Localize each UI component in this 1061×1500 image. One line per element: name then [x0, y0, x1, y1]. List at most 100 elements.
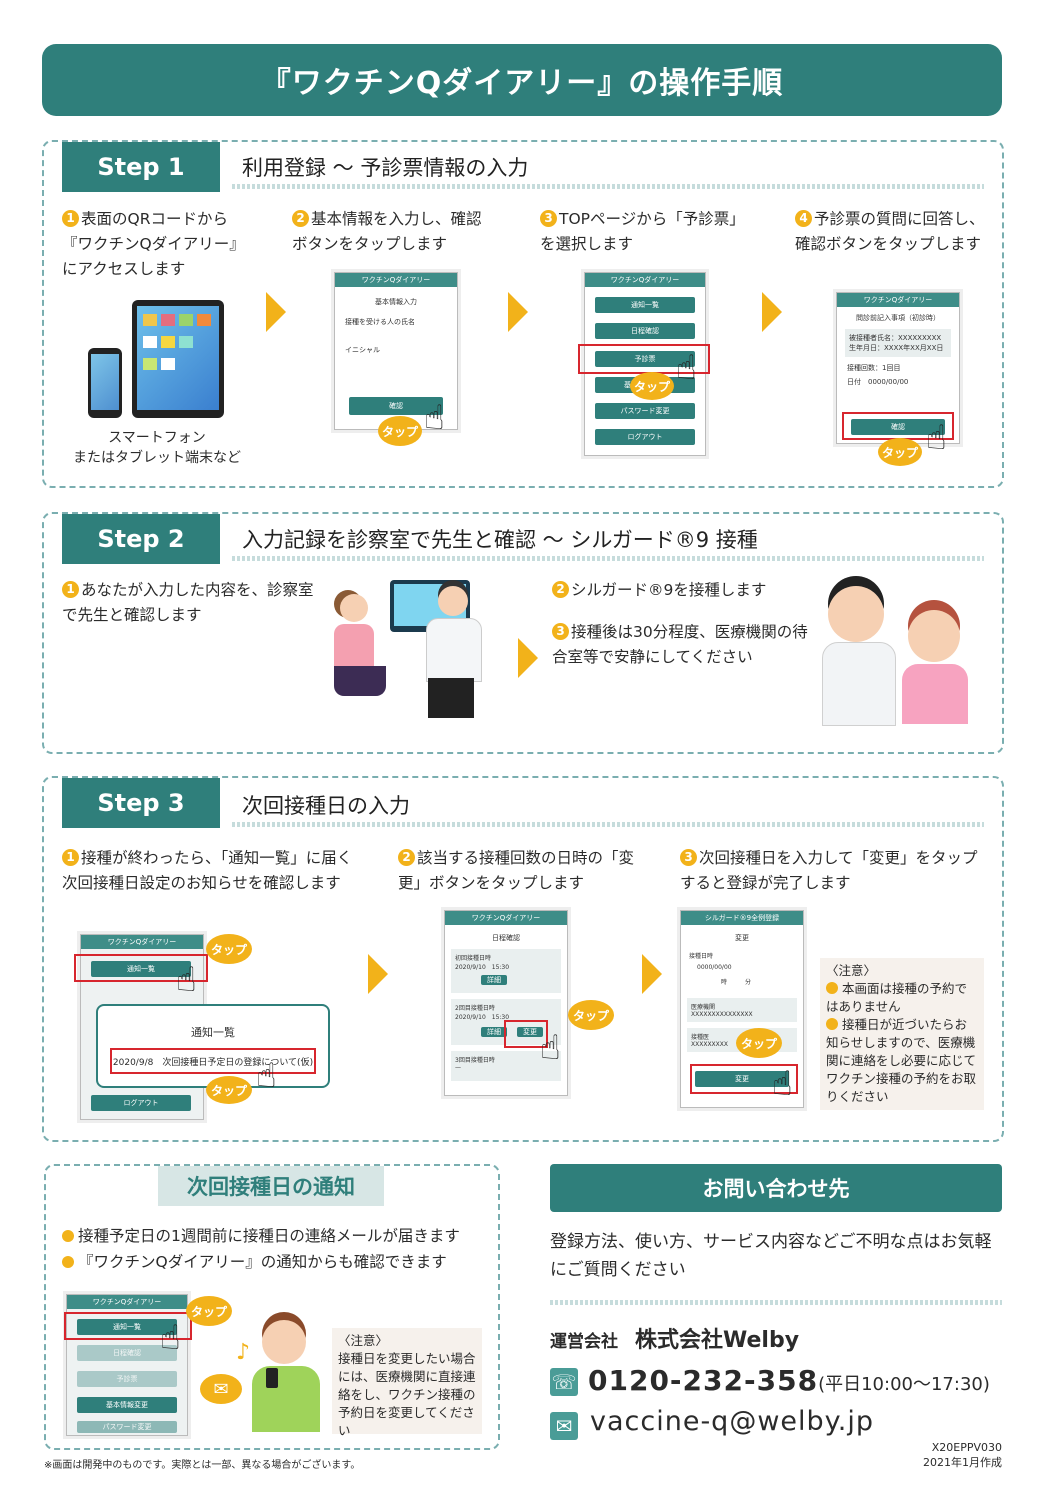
arrow-right-icon	[266, 292, 286, 332]
notify-tag: 次回接種日の通知	[158, 1166, 384, 1206]
step2-heading: 入力記録を診察室で先生と確認 〜 シルガード®9 接種	[242, 528, 758, 552]
menu-password[interactable]: パスワード変更	[595, 403, 695, 419]
tap-badge: タップ	[378, 416, 422, 446]
app-header: ワクチンQダイアリー	[67, 1295, 187, 1309]
tap-badge: タップ	[568, 1000, 614, 1030]
hand-pointer-icon: ☝	[256, 1056, 277, 1096]
phone-number[interactable]: 0120-232-358(平日10:00〜17:30)	[588, 1364, 990, 1397]
number-badge: 1	[62, 210, 79, 227]
email-icon: ✉	[550, 1412, 578, 1440]
page-title: 『ワクチンQダイアリー』の操作手順	[42, 44, 1002, 116]
app-header: ワクチンQダイアリー	[81, 935, 203, 949]
step3-heading: 次回接種日の入力	[242, 794, 410, 818]
number-badge: 1	[62, 849, 79, 866]
device-caption: スマートフォン またはタブレット端末など	[73, 430, 241, 466]
change-button[interactable]: 変更	[695, 1071, 789, 1087]
step3-note: 〈注意〉 本画面は接種の予約ではありません 接種日が近づいたらお知らせしますので…	[820, 958, 984, 1110]
tap-badge: タップ	[630, 372, 674, 400]
notify-app-screen: ワクチンQダイアリー 通知一覧 日程確認 予診票 基本情報変更 パスワード変更	[66, 1294, 188, 1436]
smartphone-illustration	[88, 348, 122, 418]
hand-pointer-icon: ☝	[160, 1318, 181, 1358]
phone-icon: ☏	[550, 1368, 578, 1396]
footer-code: X20EPPV030 2021年1月作成	[923, 1441, 1002, 1469]
basic-info-button[interactable]: 基本情報変更	[77, 1397, 177, 1413]
tablet-illustration	[132, 300, 224, 418]
company: 運営会社 株式会社Welby	[550, 1328, 800, 1353]
menu-notifications[interactable]: 通知一覧	[595, 297, 695, 313]
step1-heading: 利用登録 〜 予診票情報の入力	[242, 156, 529, 180]
change-button[interactable]: 変更	[517, 1027, 543, 1037]
questionnaire-button[interactable]: 予診票	[77, 1371, 177, 1387]
hand-pointer-icon: ☝	[176, 960, 197, 1000]
notify-item-1: 接種予定日の1週間前に接種日の連絡メールが届きます	[62, 1224, 492, 1249]
tap-badge: タップ	[736, 1028, 782, 1058]
notify-note: 〈注意〉 接種日を変更したい場合には、医療機関に直接連絡をし、ワクチン接種の予約…	[332, 1328, 482, 1438]
contact-text: 登録方法、使い方、サービス内容などご不明な点はお気軽にご質問ください	[550, 1232, 992, 1280]
number-badge: 3	[680, 849, 697, 866]
arrow-right-icon	[518, 638, 538, 678]
consultation-illustration	[320, 578, 510, 728]
tap-badge: タップ	[186, 1296, 232, 1326]
confirm-button[interactable]: 確認	[349, 397, 443, 415]
mail-icon: ✉	[200, 1374, 242, 1404]
notifications-button[interactable]: 通知一覧	[77, 1319, 177, 1335]
detail-button[interactable]: 詳細	[481, 1027, 507, 1037]
highlight-frame	[690, 1064, 798, 1094]
vaccination-illustration	[822, 582, 972, 726]
questionnaire-screen: ワクチンQダイアリー 問診前記入事項（初診時） 被接種者氏名：XXXXXXXXX…	[836, 292, 960, 444]
email-address[interactable]: vaccine-q@welby.jp	[590, 1406, 875, 1437]
tap-badge: タップ	[206, 934, 252, 964]
number-badge: 2	[398, 849, 415, 866]
notification-popup: 通知一覧 2020/9/8 次回接種日予定日の登録について(仮)	[96, 1004, 330, 1088]
password-button[interactable]: パスワード変更	[77, 1421, 177, 1433]
number-badge: 3	[540, 210, 557, 227]
hand-pointer-icon: ☝	[540, 1028, 561, 1068]
step2-tag: Step 2	[62, 514, 220, 564]
hand-pointer-icon: ☝	[424, 398, 445, 438]
app-header: シルガード®9全例登録	[681, 911, 803, 925]
menu-schedule[interactable]: 日程確認	[595, 323, 695, 339]
step1-heading-rule	[232, 184, 984, 189]
notify-panel	[44, 1164, 500, 1450]
arrow-right-icon	[508, 292, 528, 332]
notifications-button[interactable]: 通知一覧	[91, 961, 191, 977]
app-header: ワクチンQダイアリー	[585, 273, 705, 287]
highlight-frame	[74, 954, 208, 982]
music-note-icon: ♪	[236, 1340, 251, 1365]
step2-panel	[42, 512, 1004, 754]
number-badge: 2	[552, 581, 569, 598]
footer-note: ※画面は開発中のものです。実際とは一部、異なる場合がございます。	[44, 1460, 361, 1471]
detail-button[interactable]: 詳細	[481, 975, 507, 985]
tap-badge: タップ	[878, 438, 922, 466]
contact-title: お問い合わせ先	[550, 1164, 1002, 1212]
number-badge: 2	[292, 210, 309, 227]
arrow-right-icon	[762, 292, 782, 332]
arrow-right-icon	[368, 954, 388, 994]
hand-pointer-icon: ☝	[772, 1064, 793, 1104]
notification-item[interactable]: 2020/9/8 次回接種日予定日の登録について(仮)	[110, 1048, 316, 1074]
schedule-button[interactable]: 日程確認	[77, 1345, 177, 1361]
confirm-button[interactable]: 確認	[851, 419, 945, 435]
hand-pointer-icon: ☝	[926, 418, 947, 458]
number-badge: 4	[795, 210, 812, 227]
menu-logout[interactable]: ログアウト	[595, 429, 695, 445]
menu-questionnaire[interactable]: 予診票	[595, 351, 695, 367]
step1-tag: Step 1	[62, 142, 220, 192]
step2-heading-rule	[232, 556, 984, 561]
logout-button[interactable]: ログアウト	[91, 1095, 191, 1111]
hand-pointer-icon: ☝	[676, 348, 697, 388]
schedule-screen: ワクチンQダイアリー 日程確認 初回接種日時 2020/9/10 15:30 詳…	[444, 910, 568, 1096]
app-header: ワクチンQダイアリー	[837, 293, 959, 307]
arrow-right-icon	[642, 954, 662, 994]
notify-item-2: 『ワクチンQダイアリー』の通知からも確認できます	[62, 1250, 492, 1275]
number-badge: 1	[62, 581, 79, 598]
tap-badge: タップ	[206, 1076, 252, 1104]
contact-rule	[550, 1300, 1002, 1305]
